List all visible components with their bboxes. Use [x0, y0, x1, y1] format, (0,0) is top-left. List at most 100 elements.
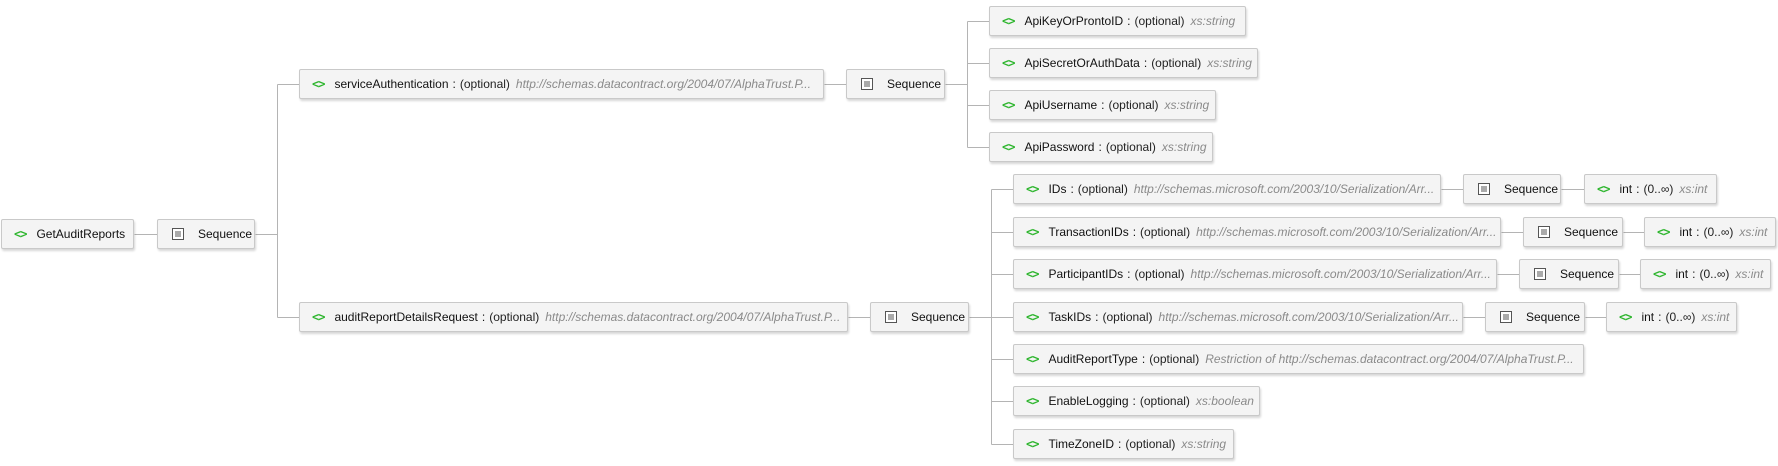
element-icon: <> — [312, 77, 325, 91]
separator: : — [1696, 225, 1700, 239]
sequence-label: Sequence — [198, 227, 253, 241]
occurrence: (optional) — [1134, 14, 1185, 28]
type-label: Restriction of http://schemas.datacontra… — [1205, 352, 1574, 366]
type-label: xs:string — [1207, 56, 1252, 70]
occurrence: (optional) — [1102, 310, 1153, 324]
sequence-label: Sequence — [1564, 225, 1619, 239]
sequence-node-serviceauthentication[interactable]: Sequence — [846, 69, 945, 99]
type-label: xs:string — [1181, 437, 1227, 451]
element-icon: <> — [1002, 140, 1015, 154]
element-name: int — [1675, 267, 1689, 281]
separator: : — [1692, 267, 1696, 281]
separator: : — [452, 77, 456, 91]
element-node-serviceauthentication[interactable]: <> serviceAuthentication : (optional) ht… — [299, 69, 824, 99]
element-node-taskids[interactable]: <> TaskIDs : (optional) http://schemas.m… — [1013, 302, 1463, 332]
occurrence: (0..∞) — [1643, 182, 1674, 196]
type-label: http://schemas.microsoft.com/2003/10/Ser… — [1196, 225, 1497, 239]
element-icon: <> — [14, 227, 27, 241]
separator: : — [1101, 98, 1105, 112]
separator: : — [1132, 225, 1137, 239]
sequence-icon — [861, 78, 873, 90]
sequence-node-participantids[interactable]: Sequence — [1519, 259, 1619, 289]
element-node-auditreporttype[interactable]: <> AuditReportType : (optional) Restrict… — [1013, 344, 1584, 374]
separator: : — [1127, 14, 1131, 28]
element-node-auditreportdetailsrequest[interactable]: <> auditReportDetailsRequest : (optional… — [299, 302, 848, 332]
element-icon: <> — [1653, 267, 1666, 281]
separator: : — [1141, 352, 1146, 366]
element-name: ApiUsername — [1024, 98, 1098, 112]
element-node-timezoneid[interactable]: <> TimeZoneID : (optional) xs:string — [1013, 429, 1234, 459]
element-node-apiusername[interactable]: <> ApiUsername : (optional) xs:string — [989, 90, 1216, 120]
element-name: ApiSecretOrAuthData — [1024, 56, 1140, 70]
separator: : — [1127, 267, 1131, 281]
sequence-node-ids[interactable]: Sequence — [1463, 174, 1561, 204]
sequence-icon — [1500, 311, 1512, 323]
element-icon: <> — [1026, 225, 1039, 239]
element-icon: <> — [1002, 14, 1015, 28]
occurrence: (optional) — [1108, 98, 1159, 112]
sequence-label: Sequence — [887, 77, 942, 91]
element-icon: <> — [1657, 225, 1670, 239]
element-node-participantids[interactable]: <> ParticipantIDs : (optional) http://sc… — [1013, 259, 1497, 289]
element-name: TaskIDs — [1048, 310, 1092, 324]
type-label: http://schemas.microsoft.com/2003/10/Ser… — [1190, 267, 1491, 281]
type-label: http://schemas.microsoft.com/2003/10/Ser… — [1133, 182, 1435, 196]
type-label: xs:int — [1701, 310, 1730, 324]
occurrence: (optional) — [489, 310, 540, 324]
sequence-node-transactionids[interactable]: Sequence — [1523, 217, 1623, 247]
element-name: ParticipantIDs — [1048, 267, 1124, 281]
type-label: xs:boolean — [1195, 394, 1254, 408]
sequence-node-auditreportdetailsrequest[interactable]: Sequence — [870, 302, 969, 332]
sequence-node-taskids[interactable]: Sequence — [1485, 302, 1585, 332]
element-name: IDs — [1048, 182, 1067, 196]
separator: : — [1095, 310, 1099, 324]
element-icon: <> — [1002, 56, 1015, 70]
element-node-enablelogging[interactable]: <> EnableLogging : (optional) xs:boolean — [1013, 386, 1260, 416]
element-icon: <> — [312, 310, 325, 324]
occurrence: (optional) — [1140, 225, 1191, 239]
sequence-label: Sequence — [1560, 267, 1615, 281]
sequence-label: Sequence — [911, 310, 966, 324]
element-node-apipassword[interactable]: <> ApiPassword : (optional) xs:string — [989, 132, 1213, 162]
occurrence: (optional) — [1139, 394, 1190, 408]
element-node-apisecretorauthdata[interactable]: <> ApiSecretOrAuthData : (optional) xs:s… — [989, 48, 1258, 78]
element-node-int-taskids[interactable]: <> int : (0..∞) xs:int — [1606, 302, 1737, 332]
element-name: auditReportDetailsRequest — [334, 310, 478, 324]
element-icon: <> — [1026, 352, 1039, 366]
element-node-int-participantids[interactable]: <> int : (0..∞) xs:int — [1640, 259, 1771, 289]
occurrence: (optional) — [1151, 56, 1202, 70]
type-label: xs:int — [1679, 182, 1708, 196]
element-name: GetAuditReports — [36, 227, 126, 241]
separator: : — [1098, 140, 1102, 154]
type-label: xs:string — [1190, 14, 1236, 28]
element-name: TimeZoneID — [1048, 437, 1115, 451]
sequence-label: Sequence — [1526, 310, 1581, 324]
element-icon: <> — [1619, 310, 1632, 324]
element-icon: <> — [1026, 310, 1039, 324]
occurrence: (optional) — [1125, 437, 1176, 451]
element-name: ApiPassword — [1024, 140, 1095, 154]
element-node-ids[interactable]: <> IDs : (optional) http://schemas.micro… — [1013, 174, 1441, 204]
element-node-getauditreports[interactable]: <> GetAuditReports — [1, 219, 134, 249]
element-node-int-ids[interactable]: <> int : (0..∞) xs:int — [1584, 174, 1717, 204]
type-label: xs:int — [1735, 267, 1764, 281]
sequence-node-root[interactable]: Sequence — [157, 219, 255, 249]
type-label: xs:int — [1739, 225, 1768, 239]
sequence-icon — [1534, 268, 1546, 280]
sequence-icon — [885, 311, 897, 323]
separator: : — [1636, 182, 1640, 196]
element-icon: <> — [1026, 437, 1039, 451]
occurrence: (0..∞) — [1665, 310, 1696, 324]
separator: : — [1658, 310, 1662, 324]
element-node-transactionids[interactable]: <> TransactionIDs : (optional) http://sc… — [1013, 217, 1501, 247]
element-name: int — [1679, 225, 1693, 239]
element-node-apikeyorprontoid[interactable]: <> ApiKeyOrProntoID : (optional) xs:stri… — [989, 6, 1246, 36]
element-icon: <> — [1597, 182, 1610, 196]
separator: : — [1070, 182, 1074, 196]
sequence-icon — [1538, 226, 1550, 238]
sequence-label: Sequence — [1504, 182, 1559, 196]
type-label: xs:string — [1161, 140, 1207, 154]
element-node-int-transactionids[interactable]: <> int : (0..∞) xs:int — [1644, 217, 1776, 247]
element-icon: <> — [1026, 394, 1039, 408]
